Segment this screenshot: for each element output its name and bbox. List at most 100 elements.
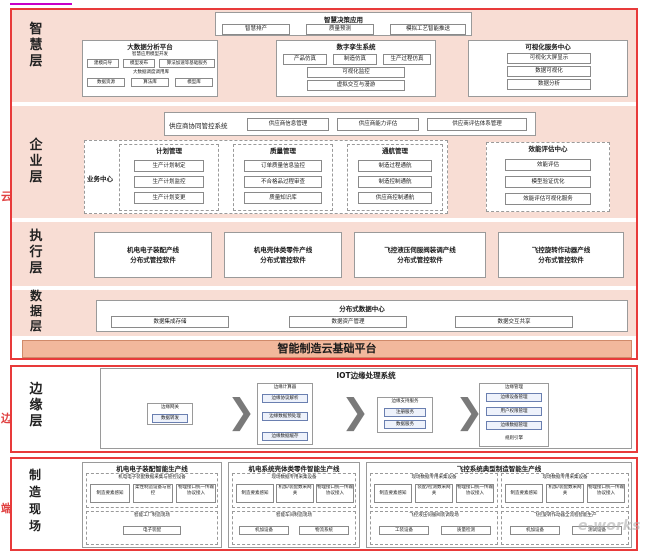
data-center-item: 数据集成存储 (111, 316, 229, 328)
site-item: 电子装配 (123, 526, 181, 535)
production-line-panel: 机电系统壳体类零件智能生产线 现场数据专用采集设备 制造要素感知 机加/装配数采… (228, 462, 360, 548)
site-item: 机加设备 (510, 526, 560, 535)
edge-manage-item: 规则引擎 (486, 435, 542, 442)
iot-panel: IOT边缘处理系统 边缘网关 数据转发 ❯ 边缘计算器 边缘协议解析 边缘数据预… (100, 368, 632, 449)
cloud-platform-bar: 智能制造云基础平台 (22, 340, 632, 358)
flow-chevron-icon: ❯ (227, 392, 256, 432)
site-title: 智能工厂制造现场 (134, 513, 170, 518)
supplier-item: 供应商能力评估 (337, 118, 419, 131)
data-center-panel: 分布式数据中心 数据集成存储 数据资产管理 数据交互共享 (96, 300, 628, 332)
visual-title: 可视化服务中心 (525, 43, 571, 51)
edge-compute-item: 边缘协议解析 (262, 394, 308, 403)
smart-app-item: 智慧排产 (222, 24, 290, 35)
logistics-item: 制造过程通航 (358, 160, 432, 172)
execution-line-software: 分布式管控软件 (538, 256, 584, 264)
edge-manage-box: 边缘管理 边缘设备管理 用户权限管理 边缘数据管理 规则引擎 (479, 383, 549, 447)
side-label-edge: 边 (1, 412, 12, 425)
execution-line-software: 分布式管控软件 (130, 256, 176, 264)
efficiency-panel: 效能评估中心 效能评估 模型验证优化 效能评估可视化服务 (486, 142, 610, 212)
top-accent-line (10, 3, 72, 5)
collection-device-title: 现场数据专用采集设备 (542, 475, 588, 480)
collection-device-title: 现场数据专用采集设备 (411, 475, 457, 480)
collection-item: 物理接口统一传输协议接入 (176, 484, 216, 503)
quality-item: 订单质量信息监控 (244, 160, 322, 172)
quality-panel: 质量管理 订单质量信息监控 不合格品过程审查 质量知识库 (233, 144, 333, 211)
business-center-panel: 业务中心 计划管理 生产计划制定 生产计划监控 生产计划变更 质量管理 订单质量… (84, 140, 448, 214)
site-item: 测试设备 (572, 526, 622, 535)
site-group: 智能工厂制造现场 电子装配 (86, 511, 218, 545)
collection-item: 制造要素感知 (374, 484, 412, 503)
collection-device-group: 机电电子装配数据采集与管控设备 制造要素感知 柔性制造设备与管控 物理接口统一传… (86, 473, 218, 508)
collection-item: 制造要素感知 (236, 484, 274, 503)
collection-device-group: 现场数据专用采集设备 制造要素感知 装配/检测数采网关 物理接口统一传输协议接入 (370, 473, 498, 508)
bigdata-item: 模型库 (175, 78, 213, 87)
site-group: 智能车间制造现场 机加设备 物流系统 (232, 511, 356, 545)
watermark-logo: e-works (578, 518, 641, 534)
edge-gateway-title: 边缘网关 (161, 405, 179, 410)
data-layer-title: 数 据 层 (29, 289, 42, 333)
plan-item: 生产计划制定 (134, 160, 204, 172)
edge-manage-item: 边缘数据管理 (486, 421, 542, 430)
visual-item: 可视化大屏显示 (507, 53, 591, 64)
bigdata-item: 算法加速等基础服务 (159, 59, 215, 68)
supplier-title: 供应商协同管控系统 (169, 122, 228, 130)
edge-gateway-item: 数据转发 (152, 414, 188, 423)
execution-line-software: 分布式管控软件 (397, 256, 443, 264)
production-line-panel: 机电电子装配智能生产线 机电电子装配数据采集与管控设备 制造要素感知 柔性制造设… (82, 462, 222, 548)
plan-title: 计划管理 (156, 147, 182, 155)
production-line-title: 机电系统壳体类零件智能生产线 (248, 465, 340, 473)
collection-item: 制造要素感知 (505, 484, 543, 503)
visual-panel: 可视化服务中心 可视化大屏显示 数据可视化 数据分析 (468, 40, 628, 97)
smart-app-item: 模拟工艺智能推送 (390, 24, 466, 35)
collection-device-title: 机电电子装配数据采集与管控设备 (118, 475, 186, 480)
edge-manage-item: 边缘设备管理 (486, 393, 542, 402)
execution-line-box: 飞控旋转作动器产线 分布式管控软件 (498, 232, 624, 278)
quality-title: 质量管理 (270, 147, 296, 155)
iot-title: IOT边缘处理系统 (336, 371, 396, 380)
execution-line-software: 分布式管控软件 (260, 256, 306, 264)
data-center-title: 分布式数据中心 (339, 305, 385, 313)
plan-panel: 计划管理 生产计划制定 生产计划监控 生产计划变更 (119, 144, 219, 211)
quality-item: 质量知识库 (244, 192, 322, 204)
twin-item: 生产过程仿真 (383, 54, 431, 65)
site-item: 工装设备 (379, 526, 429, 535)
site-group: 飞控液压伺服阀装调现场 工装设备 质量检测 (370, 511, 498, 545)
visual-item: 数据可视化 (507, 66, 591, 77)
edge-manage-item: 用户权限管理 (486, 407, 542, 416)
collection-item: 机加/装配数采网关 (276, 484, 314, 503)
edge-layer-title: 边 缘 层 (29, 382, 43, 429)
site-title: 飞控旋转作动器全流程智能生产 (533, 513, 597, 518)
logistics-item: 制造控制通航 (358, 176, 432, 188)
twin-item: 虚拟交互与漫游 (307, 80, 405, 91)
production-line-panel: 飞控系统典型制造智能生产线 现场数据专用采集设备 制造要素感知 装配/检测数采网… (366, 462, 632, 548)
visual-item: 数据分析 (507, 79, 591, 90)
execution-line-box: 机电电子装配产线 分布式管控软件 (94, 232, 212, 278)
twin-item: 可视化监控 (307, 67, 405, 78)
manufacturing-layer-title: 制 造 现 场 (28, 468, 41, 533)
smart-apps-panel: 智慧决策应用 智慧排产 质量预测 模拟工艺智能推送 (215, 12, 472, 36)
data-center-item: 数据交互共享 (455, 316, 573, 328)
bigdata-item: 建模向导 (87, 59, 119, 68)
enterprise-layer-title: 企 业 层 (29, 138, 43, 185)
side-label-end: 端 (1, 502, 12, 515)
production-line-title: 飞控系统典型制造智能生产线 (456, 465, 542, 473)
edge-support-box: 边缘支持服务 注册服务 数据服务 (377, 397, 433, 433)
supplier-item: 供应商信息管理 (247, 118, 329, 131)
site-item: 物流系统 (299, 526, 349, 535)
site-group: 飞控旋转作动器全流程智能生产 机加设备 测试设备 (501, 511, 629, 545)
efficiency-item: 模型验证优化 (505, 176, 591, 188)
supplier-item: 供应商评估体系管理 (427, 118, 527, 131)
collection-item: 柔性制造设备与管控 (133, 484, 173, 503)
supplier-panel: 供应商协同管控系统 供应商信息管理 供应商能力评估 供应商评估体系管理 (164, 112, 536, 136)
flow-chevron-icon: ❯ (455, 392, 484, 432)
execution-line-name: 机电壳体类零件产线 (253, 246, 313, 254)
logistics-item: 供应商控制通航 (358, 192, 432, 204)
edge-compute-box: 边缘计算器 边缘协议解析 边缘数据预处理 边缘数据缓存 (257, 383, 313, 445)
collection-item: 物理接口统一传输协议接入 (316, 484, 354, 503)
collection-item: 物理接口统一传输协议接入 (587, 484, 625, 503)
business-center-label: 业务中心 (87, 175, 113, 183)
collection-item: 制造要素感知 (90, 484, 130, 503)
site-item: 质量检测 (441, 526, 491, 535)
edge-manage-title: 边缘管理 (505, 385, 523, 390)
quality-item: 不合格品过程审查 (244, 176, 322, 188)
